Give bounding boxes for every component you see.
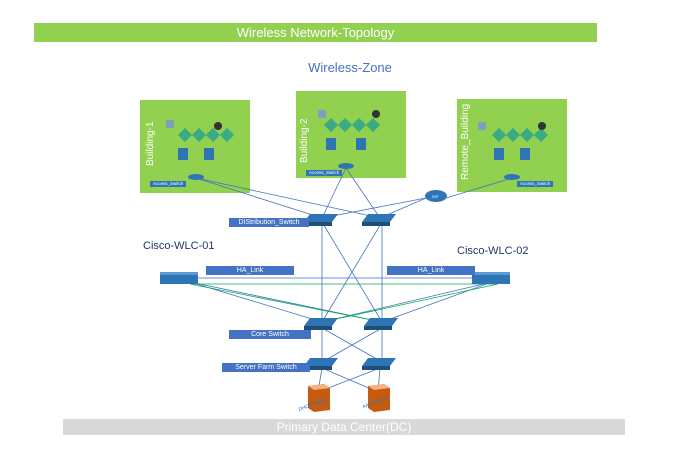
server-farm-switch-icon	[304, 358, 396, 370]
distribution-switch-label: DIStribution_Switch	[229, 218, 309, 227]
remote-building-devices	[478, 122, 549, 180]
isp-cloud-label: ISP	[432, 194, 439, 199]
green-links	[189, 283, 499, 323]
title-banner: Wireless Network-Topology	[34, 23, 597, 42]
data-center-banner: Primary Data Center(DC)	[63, 419, 625, 435]
blue-links	[183, 167, 513, 393]
core-switch-icon	[304, 318, 398, 330]
building-2-access-switch-label: Access_Switch	[306, 170, 343, 176]
isp-cloud-icon	[425, 190, 447, 202]
core-switch-label: Core Switch	[229, 330, 311, 339]
building-1-devices	[166, 120, 235, 180]
building-1-access-switch-label: Access_Switch	[150, 181, 187, 187]
ha-link-label-1: HA_Link	[206, 266, 294, 275]
wlc-controller-icon	[160, 272, 510, 284]
remote-building-access-switch-label: Access_Switch	[517, 181, 554, 187]
server-farm-switch-label: Server Farm Switch	[222, 363, 310, 372]
building-1-name: Building-1	[145, 121, 156, 166]
building-2-name: Building-2	[299, 118, 310, 163]
remote-building-name: Remote_Building	[460, 103, 471, 180]
building-2-panel	[296, 91, 406, 178]
server-icon	[308, 384, 390, 412]
ha-link-label-2: HA_Link	[387, 266, 475, 275]
building-2-devices	[318, 110, 381, 169]
distribution-switch-icon	[304, 214, 396, 226]
wlc-01-name: Cisco-WLC-01	[143, 240, 215, 252]
wlc-02-name: Cisco-WLC-02	[457, 245, 529, 257]
wireless-zone-label: Wireless-Zone	[308, 60, 392, 75]
